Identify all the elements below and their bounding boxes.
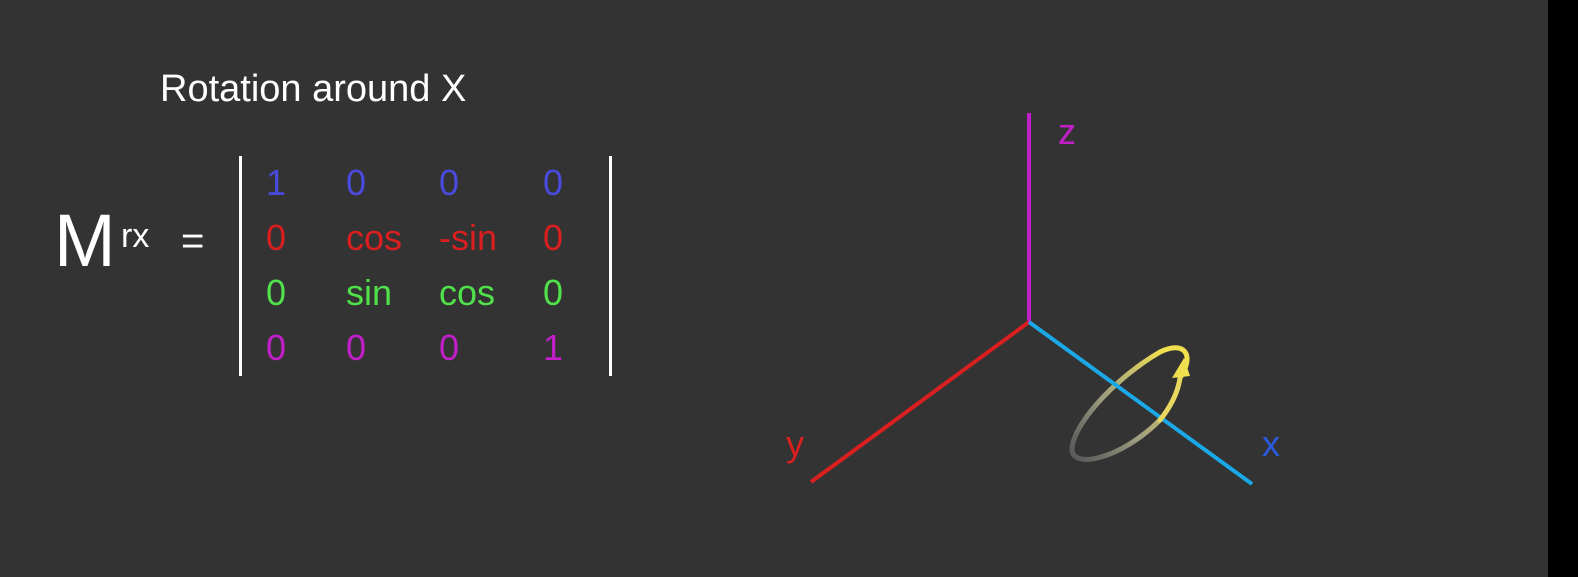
matrix-label: M rx	[54, 196, 149, 286]
rotation-ring-back	[1069, 349, 1163, 462]
equals-sign: =	[181, 219, 205, 263]
matrix-cell-r3-c3: 1	[543, 327, 564, 368]
matrix-cell-r2-c1: sin	[346, 272, 393, 313]
rotation-arrow-head	[1172, 358, 1190, 378]
y-axis-line	[809, 320, 1031, 484]
matrix-cell-r0-c1: 0	[346, 162, 367, 203]
matrix-cell-r0-c0: 1	[266, 162, 287, 203]
slide-title: Rotation around X	[160, 68, 467, 110]
matrix-cell-r2-c0: 0	[266, 272, 287, 313]
z-axis-label: z	[1058, 111, 1076, 152]
x-axis-label: x	[1262, 423, 1280, 464]
matrix-cell-r1-c3: 0	[543, 217, 564, 258]
matrix-cell-r0-c2: 0	[439, 162, 460, 203]
matrix-cell-r1-c2: -sin	[439, 217, 498, 258]
matrix-superscript: rx	[121, 217, 150, 255]
rotation-ring-lower	[1157, 375, 1183, 423]
matrix-bracket-right	[609, 156, 612, 376]
matrix-cell-r3-c0: 0	[266, 327, 287, 368]
matrix-cell-r1-c1: cos	[346, 217, 403, 258]
matrix-cell-r2-c2: cos	[439, 272, 496, 313]
matrix-cell-r3-c1: 0	[346, 327, 367, 368]
matrix-cell-r2-c3: 0	[543, 272, 564, 313]
matrix-name: M	[54, 199, 116, 282]
matrix-cell-r3-c2: 0	[439, 327, 460, 368]
x-axis-line	[1027, 320, 1254, 486]
y-axis-label: y	[786, 423, 804, 464]
matrix-bracket-left	[239, 156, 242, 376]
matrix-cell-r0-c3: 0	[543, 162, 564, 203]
matrix-cell-r1-c0: 0	[266, 217, 287, 258]
